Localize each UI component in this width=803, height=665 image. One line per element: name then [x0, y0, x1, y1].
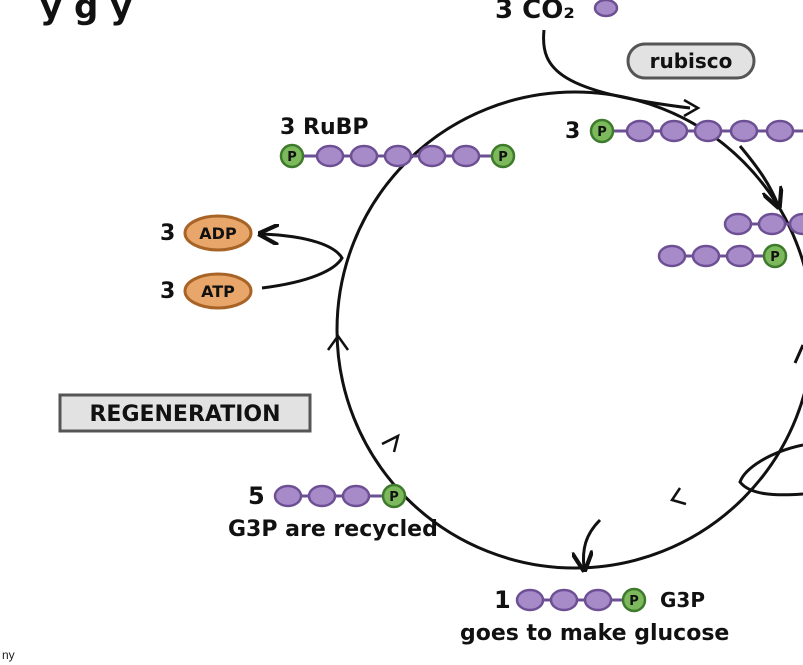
co2-entry-arrow	[542, 29, 691, 110]
phosphate-label: P	[597, 125, 607, 140]
rubp-count: 3	[280, 115, 295, 140]
regeneration-box	[58, 393, 312, 433]
co2-carbon-bead	[593, 0, 619, 18]
co2-label: 3 CO₂	[495, 0, 575, 25]
adp-count: 3	[160, 221, 175, 246]
phosphate-label: P	[629, 594, 639, 609]
output-label: G3P	[660, 588, 705, 612]
cycle-arrowhead-bottom	[670, 487, 687, 506]
rubisco-label: rubisco	[650, 49, 733, 73]
output-count: 1	[494, 586, 511, 614]
recycled-caption: G3P are recycled	[228, 517, 438, 542]
phosphate-label: P	[770, 250, 780, 265]
cycle-arrowhead-top	[683, 98, 701, 118]
rubp-molecule: P P	[279, 143, 516, 169]
pga-count: 3	[565, 119, 580, 144]
phosphate-label: P	[287, 150, 297, 165]
phosphate-label: P	[389, 490, 399, 505]
recycled-molecule: P	[273, 483, 407, 509]
split-molecule-lower: P	[657, 243, 788, 269]
split-molecule-upper	[723, 212, 803, 236]
phosphate-label: P	[498, 150, 508, 165]
phosphate-bead	[381, 483, 407, 509]
phosphate-bead	[621, 587, 647, 613]
output-arrow	[583, 518, 602, 568]
adp-label: ADP	[199, 224, 237, 243]
pga-molecule: P	[589, 118, 803, 144]
rubp-label: RuBP	[303, 115, 369, 140]
phosphate-bead	[490, 143, 516, 169]
cycle-arrowhead-lower-left	[381, 433, 400, 453]
footer-fragment: ny	[2, 648, 15, 662]
title-fragment: y g y	[40, 0, 132, 27]
atp-to-adp-arrow	[262, 234, 344, 290]
phosphate-bead	[589, 118, 615, 144]
rubisco-badge	[626, 42, 756, 80]
right-arrow-fragment	[793, 344, 803, 364]
adp-badge	[183, 214, 253, 252]
cycle-arrowhead-left	[326, 333, 350, 351]
regeneration-label: REGENERATION	[89, 402, 280, 427]
recycled-count: 5	[248, 482, 265, 510]
atp-label: ATP	[201, 282, 235, 301]
phosphate-bead	[762, 243, 788, 269]
output-caption: goes to make glucose	[460, 621, 729, 646]
split-arrow	[738, 145, 778, 205]
atp-count: 3	[160, 279, 175, 304]
output-molecule: P	[515, 587, 647, 613]
right-exit-arrow	[738, 443, 803, 497]
atp-badge	[183, 272, 253, 310]
phosphate-bead	[279, 143, 305, 169]
